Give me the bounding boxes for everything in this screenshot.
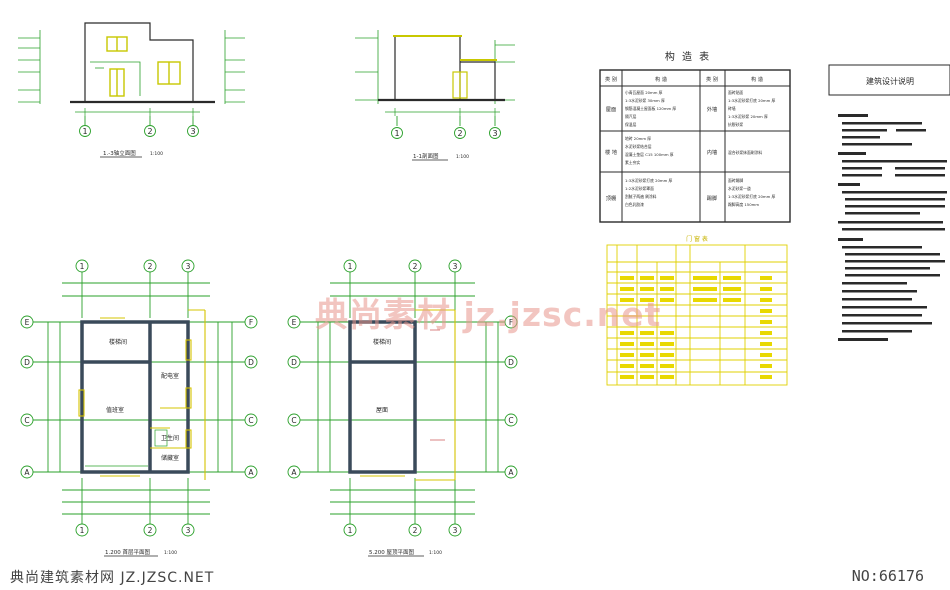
plan1-axis-1-bottom: 1 [80, 526, 85, 535]
section-title: 1-1剖面图 [413, 152, 439, 160]
plan2-axis-f-right: F [509, 318, 513, 327]
plan1-axis-3-top: 3 [186, 262, 191, 271]
plan1-axis-c: C [24, 416, 29, 425]
door-window-table: 门 窗 表 [606, 235, 788, 386]
ct-row3-right-line3: 1:3水泥砂浆打底 20mm 厚 [728, 194, 776, 199]
ground-floor-plan: 1 2 3 1 2 3 E D C A F D C A [20, 259, 258, 557]
ct-row3-left-label: 顶棚 [606, 194, 616, 202]
ct-header-1: 类 别 [605, 75, 617, 83]
plan1-axis-d-right: D [248, 358, 254, 367]
construction-table: 构 造 表 类 别 构 造 类 别 构 造 屋面 小青瓦屋面 20mm 厚 1:… [599, 50, 791, 223]
elev-axis-2: 2 [147, 127, 152, 136]
plan2-axis-2-top: 2 [413, 262, 418, 271]
plan1-axis-1-top: 1 [80, 262, 85, 271]
ct-row1-left-line5: 保温层 [625, 122, 637, 127]
plan2-axis-d-right: D [508, 358, 514, 367]
footer-number: NO:66176 [851, 567, 924, 585]
section-axis-3: 3 [492, 129, 497, 138]
plan2-room-stair: 楼梯间 [373, 338, 391, 346]
plan1-room-main: 值班室 [106, 406, 124, 414]
plan2-axis-a: A [291, 468, 297, 477]
ct-row2-right-line1: 混合砂浆抹面刷涂料 [728, 150, 762, 155]
ct-row3-right-line1: 面砖踢脚 [728, 178, 743, 183]
ct-row1-left-label: 屋面 [606, 106, 616, 113]
footer-site-name: 典尚建筑素材网 JZ.JZSC.NET [10, 570, 215, 586]
ct-header-3: 类 别 [706, 75, 718, 83]
plan1-room-wc: 卫生间 [161, 434, 179, 442]
ct-row3-left-line2: 1:2水泥砂浆罩面 [625, 186, 654, 191]
ct-row2-left-line3: 混凝土垫层 C15 100mm 厚 [625, 152, 674, 157]
plan1-room-stair: 楼梯间 [109, 338, 127, 346]
plan1-axis-2-bottom: 2 [148, 526, 153, 535]
ct-row2-left-line2: 水泥砂浆结合层 [625, 144, 652, 149]
door-window-table-title: 门 窗 表 [686, 235, 708, 243]
plan1-axis-a: A [24, 468, 30, 477]
ct-row1-right-line4: 1:3水泥砂浆 20mm 厚 [728, 114, 768, 119]
plan2-axis-a-right: A [508, 468, 514, 477]
ct-row3-left-line1: 1:3水泥砂浆打底 20mm 厚 [625, 178, 673, 183]
elevation-scale: 1:100 [150, 151, 163, 157]
ct-row1-left-line3: 钢筋混凝土屋面板 120mm 厚 [625, 106, 676, 111]
plan1-axis-c-right: C [248, 416, 253, 425]
ct-row3-right-line2: 水泥砂浆一道 [728, 186, 751, 191]
ct-row1-left-line2: 1:3水泥砂浆 30mm 厚 [625, 98, 665, 103]
ct-row2-left-line1: 地砖 20mm 厚 [625, 136, 651, 141]
plan2-scale: 1:100 [429, 550, 442, 556]
ct-row1-right-label: 外墙 [707, 105, 717, 113]
plan1-axis-d: D [24, 358, 30, 367]
plan1-axis-3-bottom: 3 [186, 526, 191, 535]
plan2-axis-c-right: C [508, 416, 513, 425]
ct-header-2: 构 造 [655, 75, 668, 83]
ct-row3-left-line4: 白色乳胶漆 [625, 202, 644, 207]
section-axis-2: 2 [457, 129, 462, 138]
plan2-axis-e: E [292, 318, 297, 327]
elevation-title: 1.-3轴立面图 [103, 149, 136, 157]
plan2-title: 5.200 屋顶平面图 [369, 548, 414, 556]
ct-row2-left-line4: 素土夯实 [625, 160, 640, 165]
watermark-text: 典尚素材 jz.jzsc.net [315, 295, 662, 334]
plan1-axis-2-top: 2 [148, 262, 153, 271]
plan2-axis-1-bottom: 1 [348, 526, 353, 535]
plan1-scale: 1:100 [164, 550, 177, 556]
ct-row2-left-label: 楼 地 [605, 148, 617, 156]
ct-row3-right-label: 踢脚 [707, 194, 717, 202]
section-axis-1: 1 [394, 129, 399, 138]
ct-row3-left-line3: 刮腻子两遍 刷涂料 [625, 194, 657, 199]
ct-row2-right-label: 内墙 [707, 148, 717, 156]
ct-row3-right-line4: 踢脚高度 150mm [728, 202, 759, 207]
section-drawing: 1 2 3 1-1剖面图 1:100 [355, 30, 515, 161]
elevation-drawing: 1 2 3 1.-3轴立面图 1:100 [18, 22, 245, 158]
design-notes: 建筑设计说明 [828, 64, 950, 341]
section-scale: 1:100 [456, 154, 469, 160]
design-notes-title: 建筑设计说明 [866, 76, 914, 86]
plan2-axis-c: C [291, 416, 296, 425]
plan1-title: 1.200 首层平面图 [105, 548, 150, 556]
construction-table-title: 构 造 表 [665, 50, 711, 63]
roof-plan: 1 2 3 1 2 3 E D C A F D C A 楼梯间 [287, 259, 518, 557]
ct-row1-right-line1: 面砖贴面 [728, 90, 743, 95]
elev-axis-3: 3 [190, 127, 195, 136]
ct-row1-right-line5: 抗裂砂浆 [728, 122, 743, 127]
elev-axis-1: 1 [82, 127, 87, 136]
plan1-room-side: 配电室 [161, 372, 179, 380]
plan2-room-roof: 屋面 [376, 407, 388, 414]
ct-row1-left-line1: 小青瓦屋面 20mm 厚 [625, 90, 663, 95]
plan1-axis-a-right: A [248, 468, 254, 477]
plan1-axis-e: E [25, 318, 30, 327]
plan1-axis-f-right: F [249, 318, 253, 327]
ct-row1-left-line4: 隔汽层 [625, 114, 637, 119]
plan1-room-store: 储藏室 [161, 454, 179, 462]
plan2-axis-3-top: 3 [453, 262, 458, 271]
plan2-axis-2-bottom: 2 [413, 526, 418, 535]
ct-row1-right-line2: 1:3水泥砂浆打底 20mm 厚 [728, 98, 776, 103]
ct-row1-right-line3: 砖墙 [728, 106, 736, 111]
plan2-axis-3-bottom: 3 [453, 526, 458, 535]
plan2-axis-d: D [291, 358, 297, 367]
ct-header-4: 构 造 [751, 75, 764, 83]
plan2-axis-1-top: 1 [348, 262, 353, 271]
